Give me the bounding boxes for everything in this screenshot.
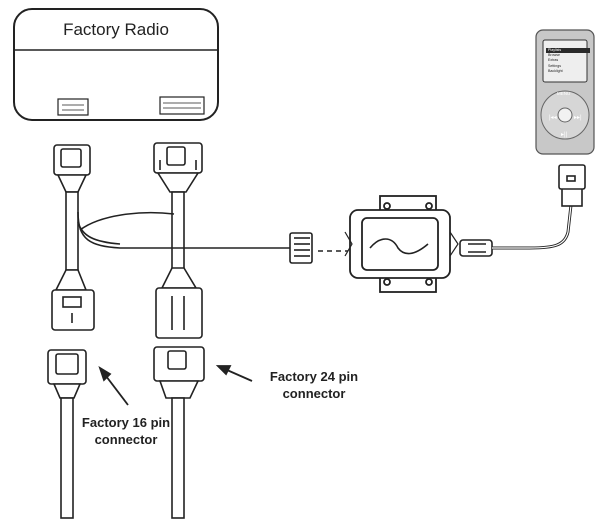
ipod-menu-item: Extras <box>548 58 559 63</box>
interface-module <box>344 195 459 293</box>
factory-radio-title: Factory Radio <box>63 20 169 39</box>
svg-text:▸▸|: ▸▸| <box>574 115 582 121</box>
factory-24pin-label-line1: Factory 24 pin <box>269 369 359 384</box>
factory-24pin-label: Factory 24 pin connector <box>254 368 374 402</box>
ipod-wheel-menu-label: MENU <box>557 91 571 96</box>
factory-24pin-label-line2: connector <box>282 386 346 401</box>
svg-text:|◂◂: |◂◂ <box>549 115 557 121</box>
ipod-menu-item: Settings <box>548 63 561 68</box>
factory-16pin-label: Factory 16 pin connector <box>66 414 186 448</box>
factory-16pin-connector <box>47 349 87 519</box>
ipod-player: |◂◂ ▸▸| ▸|| <box>535 29 595 155</box>
factory-16pin-label-line1: Factory 16 pin <box>81 415 171 430</box>
ipod-menu-item: Backlight <box>548 68 563 73</box>
ipod-menu-item: Browse <box>548 53 560 58</box>
harness-24pin <box>153 142 203 339</box>
factory-24pin-connector <box>153 346 205 519</box>
ipod-screen-menu: Playlists Browse Extras Settings Backlig… <box>546 48 590 74</box>
branch-cable <box>77 211 348 264</box>
ipod-cable <box>459 164 586 257</box>
ipod-menu-item: Playlists <box>546 48 590 54</box>
pointer-arrows <box>98 365 253 406</box>
factory-16pin-label-line2: connector <box>94 432 158 447</box>
harness-16pin <box>51 144 95 331</box>
factory-radio <box>13 8 219 121</box>
svg-text:▸||: ▸|| <box>561 132 568 138</box>
